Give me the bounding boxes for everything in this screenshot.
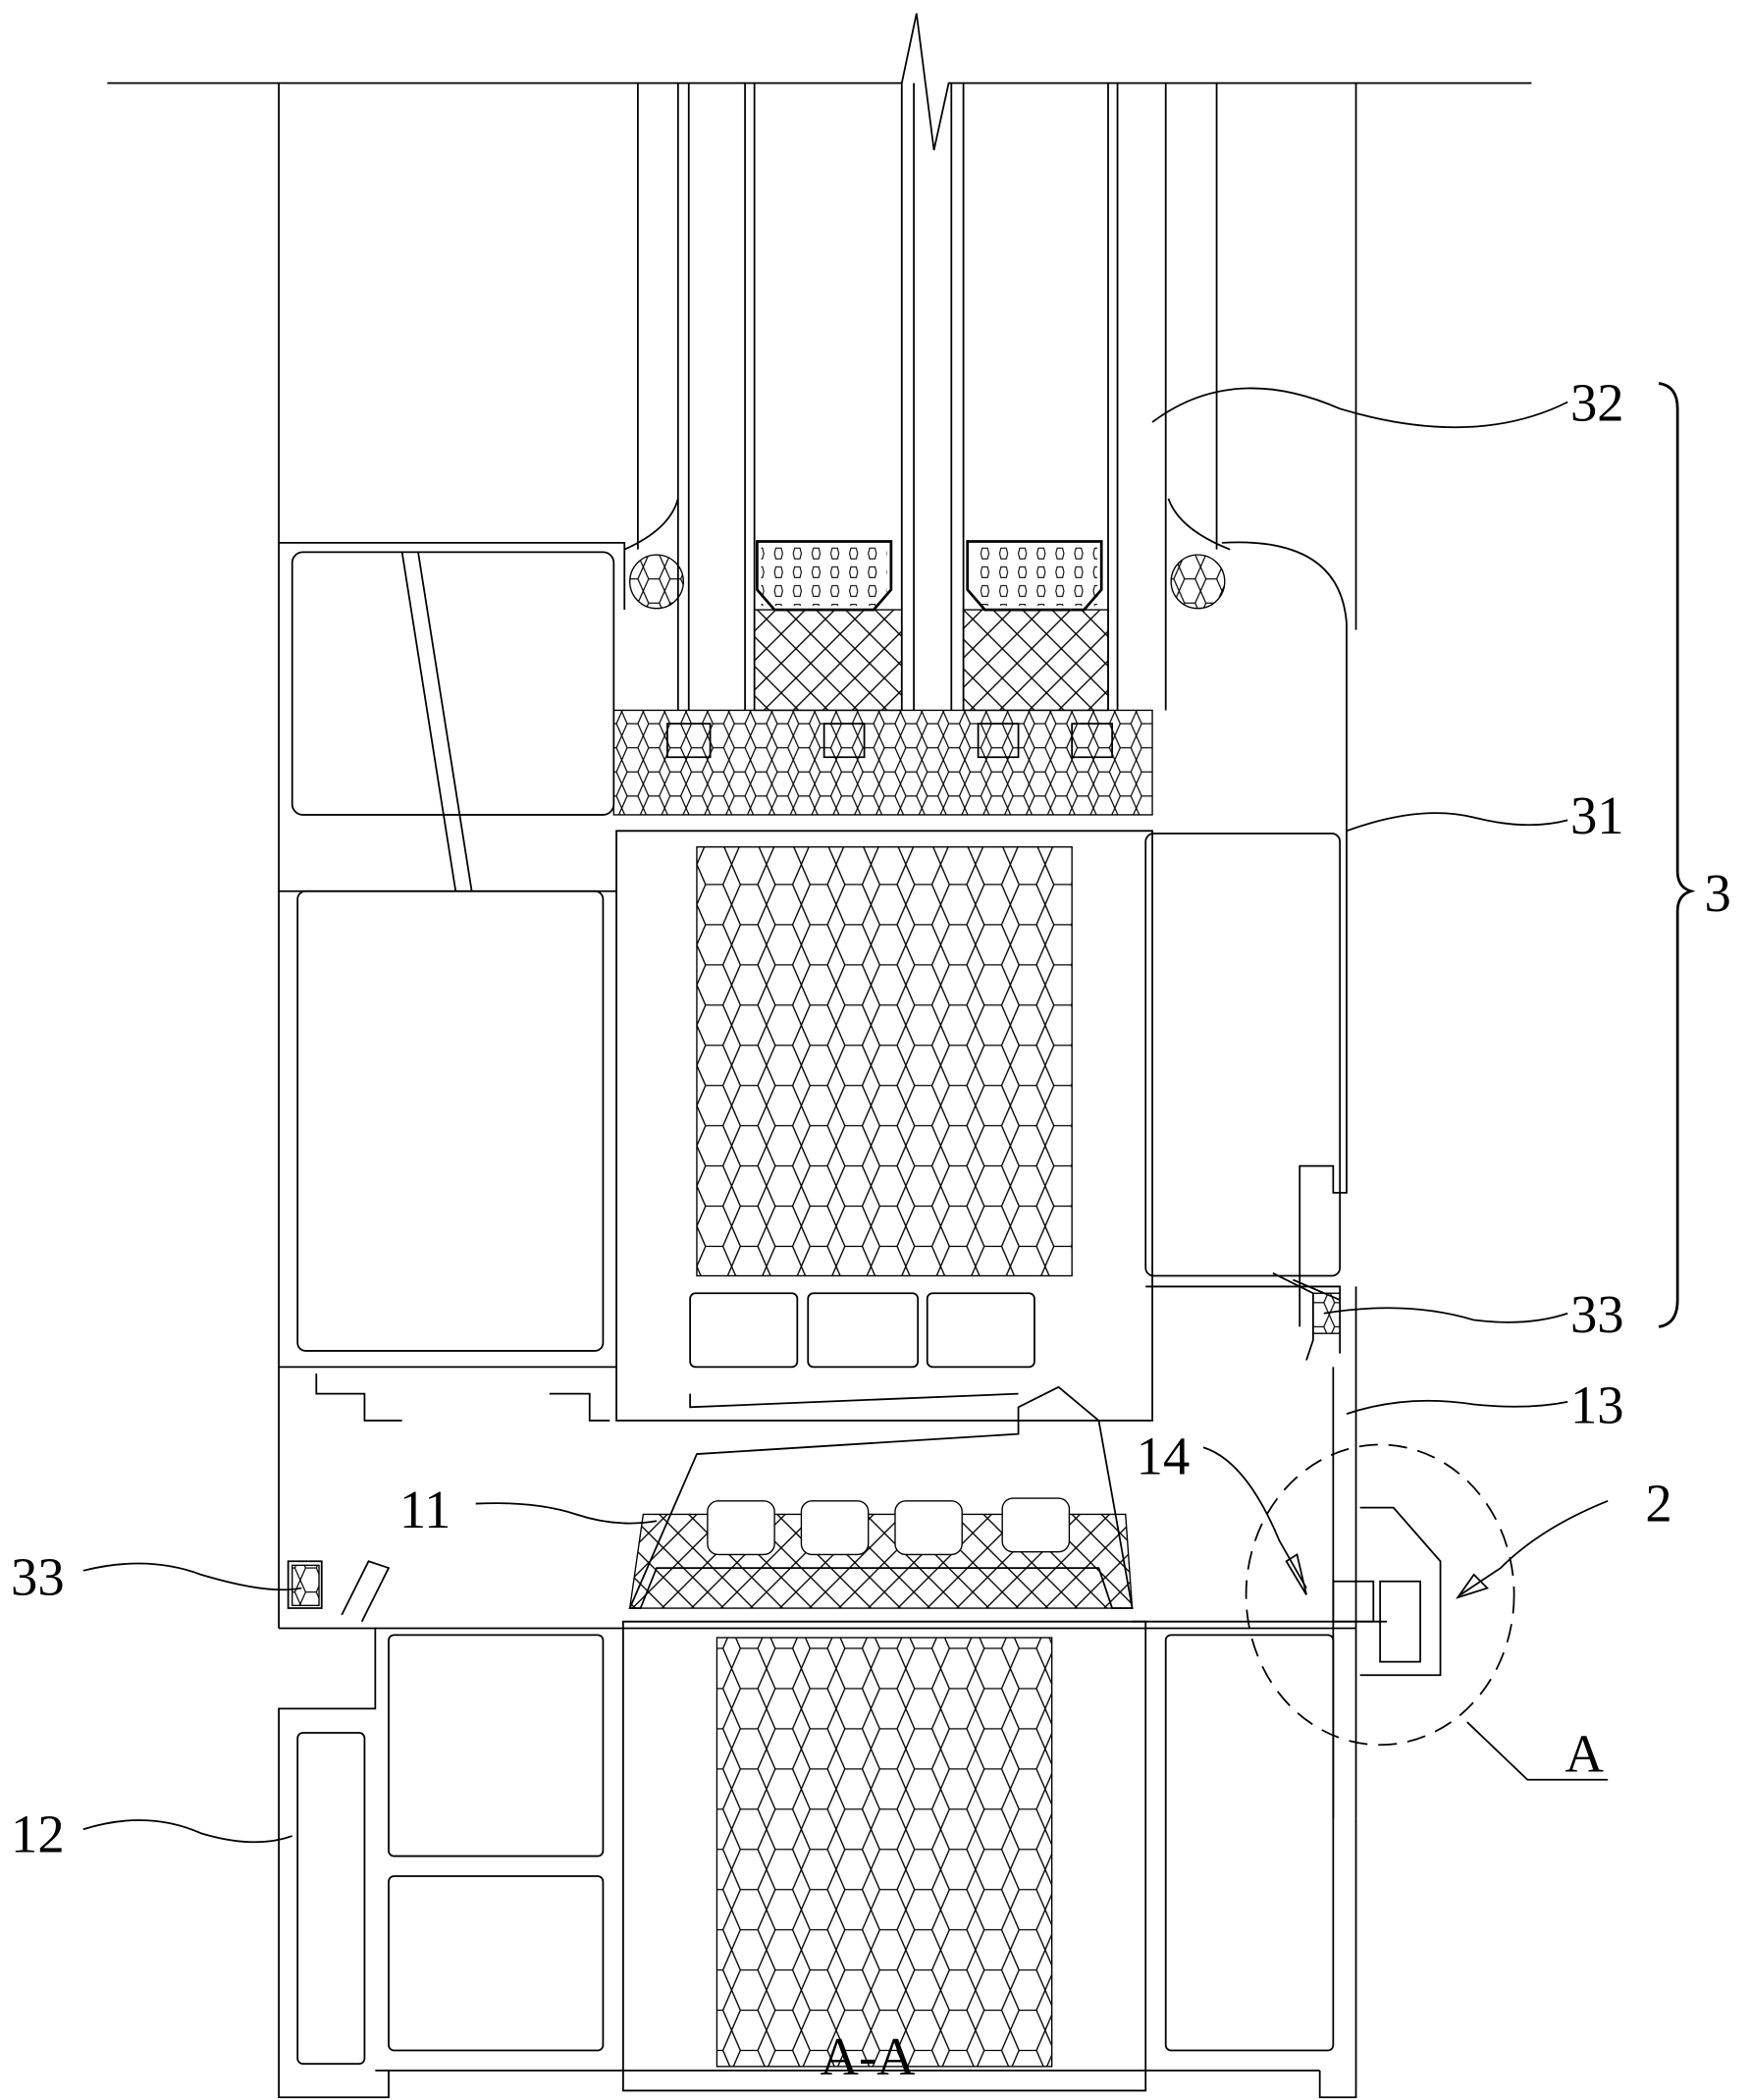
glass-spacers — [753, 540, 1109, 712]
outer-frame-right — [1332, 1286, 1357, 1819]
label-2: 2 — [1645, 1473, 1671, 1533]
sash-profile-left — [279, 541, 626, 1422]
sash-profile-right — [1144, 541, 1348, 1354]
label-33-left: 33 — [11, 1546, 65, 1606]
gasket-33-left — [287, 1560, 391, 1623]
glazing-gaskets — [623, 498, 1231, 610]
frame-profile-lower — [278, 1627, 1357, 2099]
glazing-panes — [278, 82, 1357, 1629]
label-13: 13 — [1570, 1375, 1624, 1435]
central-seal — [628, 1385, 1134, 1609]
bracket-3 — [1658, 382, 1696, 1328]
label-11: 11 — [399, 1480, 451, 1539]
component-2 — [1132, 1506, 1442, 1677]
leader-lines — [82, 387, 1568, 1844]
label-31: 31 — [1570, 785, 1624, 845]
arrow-2 — [1456, 1500, 1609, 1599]
label-12: 12 — [11, 1804, 65, 1863]
label-33-right: 33 — [1570, 1284, 1624, 1344]
label-14: 14 — [1137, 1427, 1191, 1486]
label-3: 3 — [1704, 863, 1730, 923]
sash-thermal-insulation — [615, 830, 1153, 1422]
section-caption: A-A — [821, 2026, 917, 2086]
label-32: 32 — [1570, 373, 1624, 433]
break-line — [107, 13, 1532, 151]
arrow-14 — [1202, 1446, 1307, 1595]
frame-thermal-insulation — [621, 1620, 1147, 2092]
detail-circle-a — [1245, 1443, 1609, 1781]
setting-blocks — [612, 709, 1153, 816]
label-a: A — [1564, 1724, 1604, 1784]
